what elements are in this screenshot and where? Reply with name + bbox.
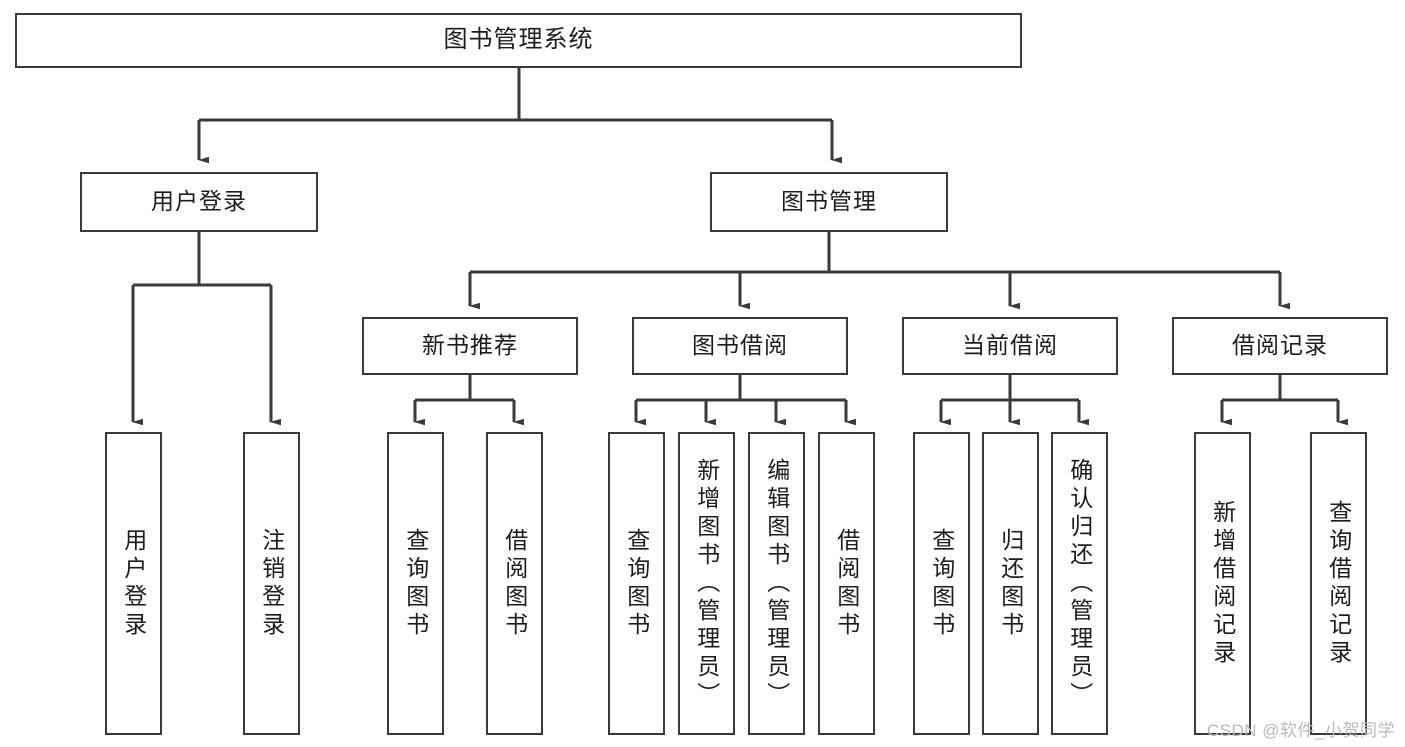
node-label: 图书借阅 xyxy=(692,332,788,359)
leaf-add-borrow-record[interactable]: 新增借阅记录 xyxy=(1194,432,1251,735)
leaf-add-book-admin[interactable]: 新增图书（管理员） xyxy=(678,432,735,735)
node-current-borrow[interactable]: 当前借阅 xyxy=(902,317,1118,375)
node-label: 新书推荐 xyxy=(422,332,518,359)
node-label: 注销登录 xyxy=(258,527,285,640)
leaf-query-books-borrow[interactable]: 查询图书 xyxy=(608,432,665,735)
node-label: 归还图书 xyxy=(997,527,1024,640)
node-label: 新增图书（管理员） xyxy=(693,457,720,710)
node-label: 查询图书 xyxy=(402,527,429,640)
node-borrow-records[interactable]: 借阅记录 xyxy=(1172,317,1388,375)
node-label: 编辑图书（管理员） xyxy=(763,457,790,710)
node-label: 用户登录 xyxy=(120,527,147,640)
node-user-login[interactable]: 用户登录 xyxy=(80,172,318,232)
node-label: 确认归还（管理员） xyxy=(1066,457,1093,710)
leaf-query-borrow-record[interactable]: 查询借阅记录 xyxy=(1310,432,1367,735)
watermark-text: CSDN @软件_小贺同学 xyxy=(1206,721,1395,740)
node-label: 图书管理 xyxy=(781,188,877,215)
node-label: 借阅记录 xyxy=(1232,332,1328,359)
node-label: 图书管理系统 xyxy=(443,26,594,54)
leaf-return-books[interactable]: 归还图书 xyxy=(982,432,1039,735)
leaf-confirm-return-admin[interactable]: 确认归还（管理员） xyxy=(1051,432,1108,735)
node-label: 用户登录 xyxy=(151,188,247,215)
leaf-borrow-books-recommend[interactable]: 借阅图书 xyxy=(486,432,543,735)
leaf-logout-login[interactable]: 注销登录 xyxy=(243,432,300,735)
node-book-borrow[interactable]: 图书借阅 xyxy=(632,317,848,375)
node-label: 查询图书 xyxy=(928,527,955,640)
node-book-management[interactable]: 图书管理 xyxy=(710,172,948,232)
leaf-query-books-current[interactable]: 查询图书 xyxy=(913,432,970,735)
node-label: 借阅图书 xyxy=(833,527,860,640)
node-label: 新增借阅记录 xyxy=(1209,499,1236,668)
leaf-user-login[interactable]: 用户登录 xyxy=(105,432,162,735)
leaf-edit-book-admin[interactable]: 编辑图书（管理员） xyxy=(748,432,805,735)
node-label: 查询借阅记录 xyxy=(1325,499,1352,668)
leaf-query-books-recommend[interactable]: 查询图书 xyxy=(387,432,444,735)
node-root-system[interactable]: 图书管理系统 xyxy=(15,13,1022,68)
node-label: 查询图书 xyxy=(623,527,650,640)
node-label: 当前借阅 xyxy=(962,332,1058,359)
node-new-book-recommend[interactable]: 新书推荐 xyxy=(362,317,578,375)
leaf-borrow-books[interactable]: 借阅图书 xyxy=(818,432,875,735)
node-label: 借阅图书 xyxy=(501,527,528,640)
